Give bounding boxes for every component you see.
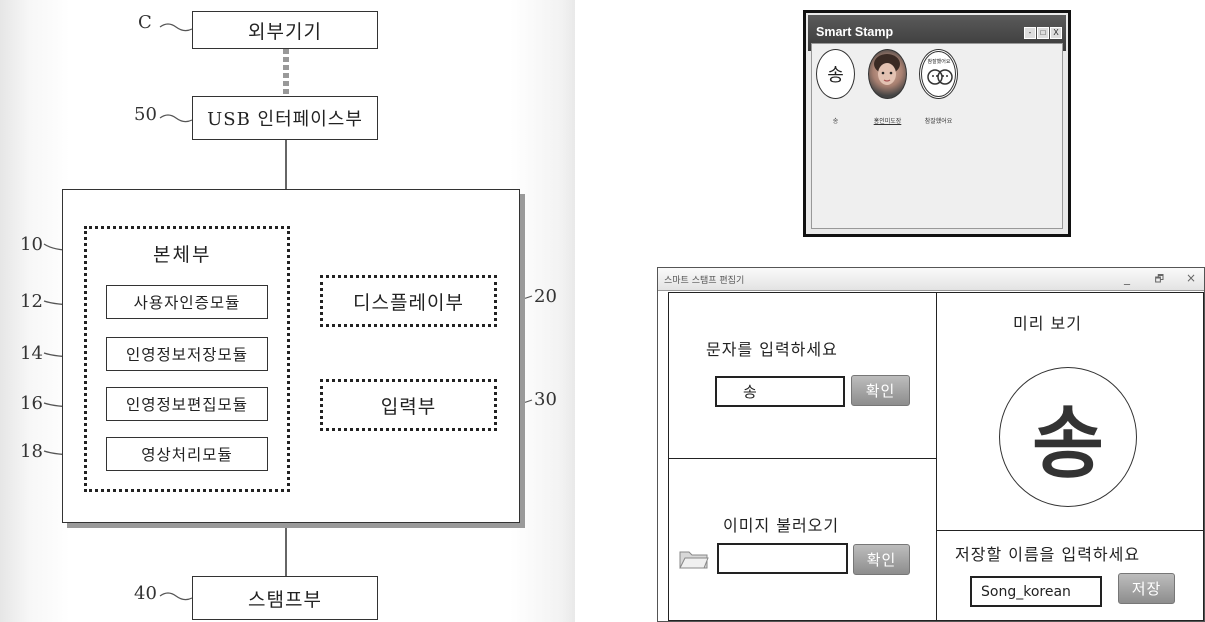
ref-50: 50 — [134, 104, 157, 125]
maximize-button[interactable]: □ — [1037, 27, 1049, 39]
external-device-box: 외부기기 — [192, 11, 378, 49]
module-user-auth: 사용자인증모듈 — [106, 285, 268, 319]
body-unit-label: 본체부 — [153, 244, 212, 266]
module-seal-storage: 인영정보저장모듈 — [106, 337, 268, 371]
module-seal-edit: 인영정보편집모듈 — [106, 387, 268, 421]
stamp-editor-window: 스마트 스탬프 편집기 _ 🗗 × 문자를 입력하세요 송 확인 이미지 불러오… — [657, 267, 1205, 622]
editor-titlebar: 스마트 스탬프 편집기 _ 🗗 × — [658, 268, 1204, 291]
stamp-photo-caption: 홍인미도장 — [873, 119, 902, 125]
ref-10: 10 — [20, 234, 43, 255]
smart-stamp-title: Smart Stamp — [816, 25, 894, 39]
save-button[interactable]: 저장 — [1118, 573, 1175, 604]
stamp-good-job-text: 참잘했어요 — [927, 59, 951, 65]
ref-18: 18 — [20, 441, 43, 462]
preview-stamp-circle: 송 — [999, 367, 1137, 507]
stamp-good-job[interactable]: 참잘했어요 — [919, 49, 958, 99]
input-unit-box: 입력부 — [320, 379, 497, 431]
ref-30: 30 — [534, 389, 557, 410]
image-load-label: 이미지 불러오기 — [723, 516, 840, 535]
module-image-processing: 영상처리모듈 — [106, 437, 268, 471]
ref-40: 40 — [134, 583, 157, 604]
portrait-icon — [874, 54, 900, 85]
text-input-label: 문자를 입력하세요 — [706, 340, 838, 359]
save-section: 저장할 이름을 입력하세요 Song_korean 저장 — [936, 530, 1204, 621]
text-confirm-button[interactable]: 확인 — [851, 375, 910, 406]
display-unit-box: 디스플레이부 — [320, 275, 497, 327]
stamp-photo[interactable] — [868, 49, 907, 99]
preview-section: 미리 보기 송 — [936, 292, 1204, 532]
preview-label: 미리 보기 — [1013, 314, 1082, 333]
usb-interface-box: USB 인터페이스부 — [192, 96, 378, 140]
ref-16: 16 — [20, 393, 43, 414]
ref-c: C — [138, 12, 152, 33]
ref-12: 12 — [20, 291, 43, 312]
faces-icon — [927, 69, 953, 85]
stamp-song-caption: 송 — [832, 119, 839, 125]
body-unit-dotted-box — [84, 226, 290, 492]
text-input-section: 문자를 입력하세요 송 확인 — [668, 292, 938, 460]
block-diagram: C 외부기기 50 USB 인터페이스부 10 본체부 12 사용자인증모듈 1… — [0, 0, 575, 622]
image-path-field[interactable] — [717, 543, 848, 574]
save-name-field[interactable]: Song_korean — [970, 576, 1102, 607]
ref-20: 20 — [534, 286, 557, 307]
stamp-unit-box: 스탬프부 — [192, 576, 378, 620]
stamp-good-job-caption: 참잘했어요 — [924, 119, 953, 125]
editor-title: 스마트 스탬프 편집기 — [664, 276, 745, 286]
folder-icon[interactable] — [679, 547, 709, 569]
minimize-button[interactable]: - — [1024, 27, 1036, 39]
image-confirm-button[interactable]: 확인 — [853, 544, 910, 575]
editor-restore-button[interactable]: 🗗 — [1154, 274, 1164, 285]
save-name-label: 저장할 이름을 입력하세요 — [955, 545, 1141, 564]
smart-stamp-window: Smart Stamp - □ X 송 송 홍인미도장 참잘했어요 참잘했어요 — [803, 10, 1071, 237]
editor-minimize-button[interactable]: _ — [1124, 271, 1130, 285]
image-load-section: 이미지 불러오기 확인 — [668, 458, 938, 621]
stamp-song[interactable]: 송 — [816, 49, 855, 99]
editor-close-button[interactable]: × — [1185, 271, 1196, 285]
text-input-field[interactable]: 송 — [715, 376, 845, 407]
ref-14: 14 — [20, 343, 43, 364]
close-button[interactable]: X — [1050, 27, 1062, 39]
